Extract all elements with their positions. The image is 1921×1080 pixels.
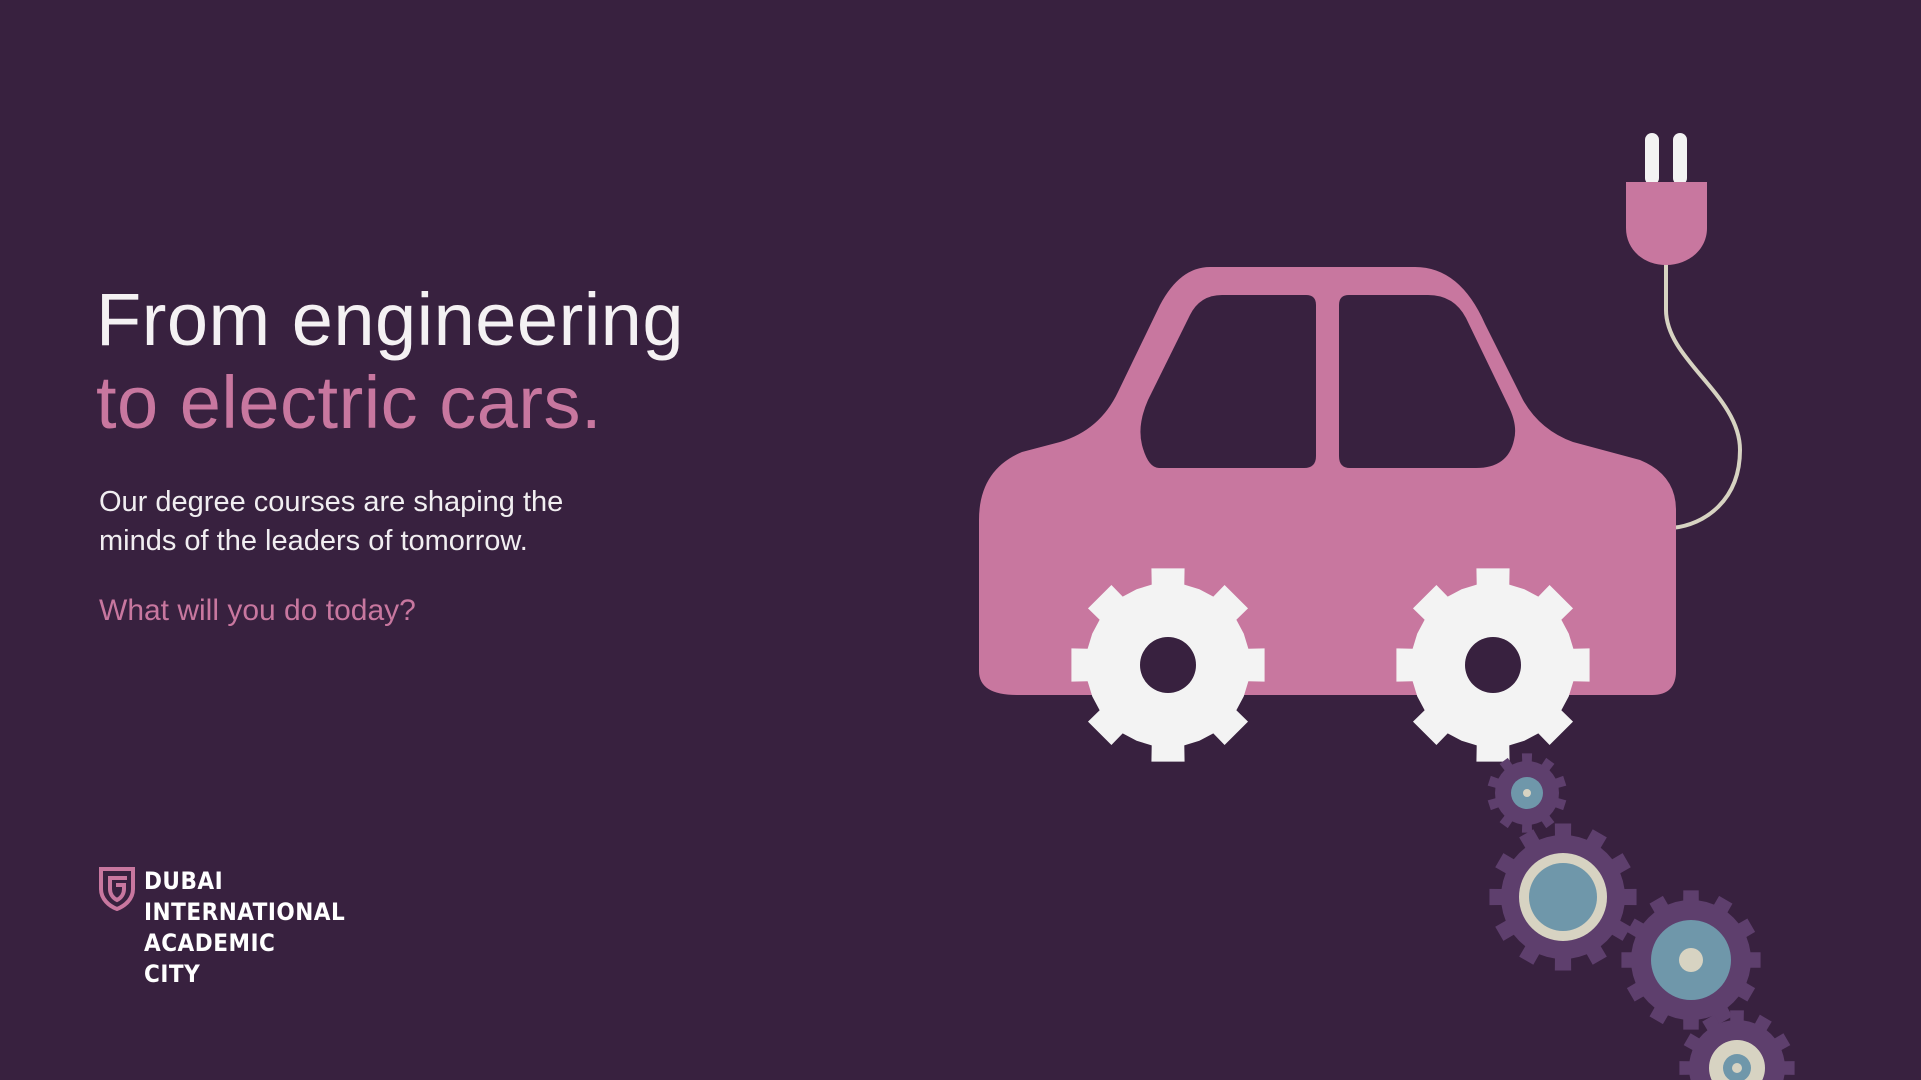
car-icon [979,267,1676,695]
gear-icon [1621,890,1761,1030]
logo-line-1: DUBAI [144,867,224,895]
gear-icon [1679,1010,1795,1080]
body-line-1: Our degree courses are shaping the [99,486,564,518]
logo-line-4: CITY [144,960,201,988]
car-window-left [1140,295,1316,468]
gear-icon [1489,823,1637,971]
gear-icon [1071,568,1265,762]
gear-icon [1487,753,1567,833]
headline-line-2: to electric cars. [96,361,603,444]
logo-wordmark: DUBAI INTERNATIONAL ACADEMIC CITY [144,866,345,990]
body-line-2: minds of the leaders of tomorrow. [99,525,528,557]
headline: From engineering to electric cars. [96,278,684,444]
logo-line-3: ACADEMIC [144,929,276,957]
logo-line-2: INTERNATIONAL [144,898,346,926]
gear-icon [1396,568,1590,762]
headline-line-1: From engineering [96,278,684,361]
car-window-right [1339,295,1516,468]
shield-icon [99,867,135,911]
call-to-action-text: What will you do today? [99,594,416,627]
body-copy: Our degree courses are shaping the minds… [99,483,719,561]
dubai-international-academic-city-logo: DUBAI INTERNATIONAL ACADEMIC CITY [99,866,345,990]
plug-icon [1626,133,1707,265]
cable [1664,260,1743,530]
